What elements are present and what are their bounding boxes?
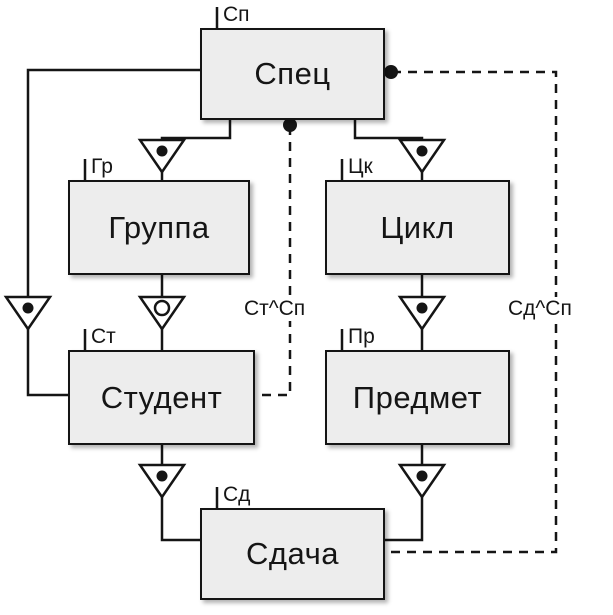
arrow-dot-student-sdacha — [156, 470, 168, 482]
entity-gruppa-tag: Гр — [91, 155, 113, 178]
connection-dot-right — [384, 65, 398, 79]
arrow-dot-tsikl-predmet — [416, 302, 428, 314]
entity-student-tag: Ст — [91, 325, 116, 348]
arrow-dot-spec-gruppa — [156, 145, 168, 157]
entity-spec-label: Спец — [254, 56, 331, 91]
dashed-connector-st-sp — [255, 126, 292, 397]
entity-sdacha: Сдача — [200, 508, 385, 600]
entity-sdacha-label: Сдача — [246, 536, 339, 571]
entity-tsikl: Цикл — [325, 180, 510, 275]
entity-tsikl-label: Цикл — [380, 209, 455, 245]
entity-gruppa-label: Группа — [108, 209, 210, 245]
connection-dot-bottom — [283, 118, 297, 132]
entity-student: Студент — [68, 350, 255, 445]
connector-spec-student — [26, 68, 200, 298]
entity-spec-tag: Сп — [223, 3, 250, 26]
arrow-circle-gruppa-student — [153, 299, 171, 317]
edge-label-st-sp: Ст^Сп — [242, 297, 308, 321]
entity-spec: Спец — [200, 28, 385, 120]
entity-tsikl-tag: Цк — [348, 155, 373, 178]
entity-predmet: Предмет — [325, 350, 510, 445]
connector-spec-gruppa — [160, 120, 232, 141]
entity-student-label: Студент — [100, 379, 223, 415]
connector-spec-student-tail — [26, 328, 68, 397]
arrow-dot-spec-student — [22, 302, 34, 314]
entity-predmet-label: Предмет — [352, 379, 483, 415]
connector-predmet-sdacha-tail — [385, 496, 424, 542]
arrow-dot-spec-tsikl — [416, 145, 428, 157]
connector-spec-tsikl — [353, 120, 424, 141]
edge-label-sd-sp: Сд^Сп — [506, 297, 574, 321]
connector-student-sdacha-tail — [160, 496, 200, 542]
entity-sdacha-tag: Сд — [223, 483, 251, 506]
entity-gruppa: Группа — [68, 180, 250, 275]
entity-predmet-tag: Пр — [348, 325, 375, 348]
arrow-dot-predmet-sdacha — [416, 470, 428, 482]
